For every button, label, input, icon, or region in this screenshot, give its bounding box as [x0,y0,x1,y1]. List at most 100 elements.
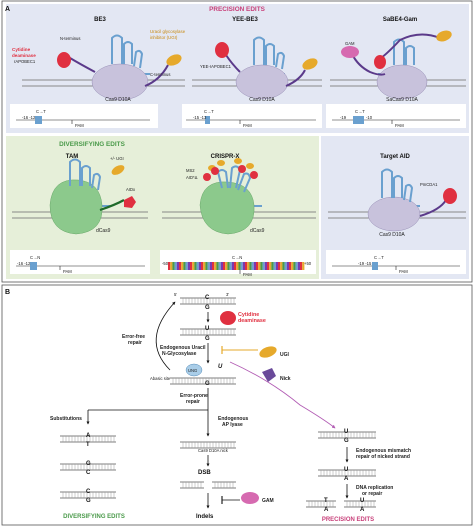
prec-t: T [324,498,328,504]
mutation-stripe [297,262,300,270]
dna-abasic-g: G [205,381,210,387]
yee-linker [225,54,241,73]
precision-edits-header: PRECISION EDITS [209,6,265,13]
sub-c: C [86,470,91,476]
mutation-stripe [172,262,175,270]
prec-g: G [344,438,349,444]
crispr-x-mutation-stripes [168,262,305,270]
tam-aidx [124,196,136,208]
tam-linker [99,199,125,212]
crispr-x-cn-label: C→N [232,255,242,260]
mutation-stripe [282,262,285,270]
diversifying-edits-header: DIVERSIFYING EDITS [59,141,125,148]
dna-uracil: U G [180,326,236,342]
yee-cas9-protein [235,64,289,100]
prec-ladder-3 [306,500,336,508]
tam-ugi [111,165,125,175]
nick-label: Nick [280,376,291,382]
replication-label-1: DNA replication [356,485,393,491]
be3-sgrna-hairpins [111,34,144,69]
mutation-stripe [187,262,190,270]
sabe4-gam-diagram: SaBE4-Gam GAM SaCas9 D10A [326,17,466,128]
crispr-x-right-label: +50 [304,261,312,266]
mutation-stripe [264,262,267,270]
mutation-stripe [256,262,259,270]
nick-arrow [229,361,336,429]
be3-cas9-protein [91,63,149,101]
target-aid-title: Target AID [380,154,410,160]
mutation-stripe [234,262,237,270]
b-deaminase-label-2: deaminase [238,318,266,324]
ap-lyase-label-2: AP lyase [222,422,243,428]
be3-title: BE3 [94,17,106,23]
sabe-ct-label: C→T [355,109,365,114]
target-aid-pmcda-label: PmCDA1 [420,182,438,187]
target-aid-window-label: -19 -15 [358,261,372,266]
mutation-stripe [185,262,188,270]
target-aid-cas-label: Cas9 D10A [379,232,405,238]
yee-window-label: -15 -13 [193,115,207,120]
sub-ladder-2 [60,463,116,471]
tam-title: TAM [66,154,79,160]
mutation-stripe [212,262,215,270]
mismatch-label-2: repair of nicked strand [356,454,410,460]
be3-ugi-label-1: Uracil glycosylase [150,29,186,34]
target-aid-ct-label: C→T [374,255,384,260]
sabe-pam-label: PAM [395,123,404,128]
dsb-column: Cas9 D10A nick DSB GAM Indels [180,441,274,520]
mutation-stripe [216,262,219,270]
dna-uracil-ladder [180,328,236,336]
sabe-window-label-2: -10 [366,115,373,120]
prec-u: U [344,429,348,435]
prec-ladder-2 [318,469,376,477]
mutation-stripe [209,262,212,270]
mutation-stripe [258,262,261,270]
prec-ladder-4 [344,500,376,508]
mutation-stripe [269,262,272,270]
sabe-deaminase [374,55,386,69]
mutation-stripe [247,262,250,270]
target-aid-sgrna-hairpins [381,168,414,203]
abasic-site-label: Abasic site [150,376,171,381]
panel-b: B 5' 3' C G Cytidine deaminase U G Error… [1,284,473,526]
be3-pam-label: PAM [75,123,84,128]
five-prime-label: 5' [174,292,177,297]
be3-diagram: BE3 N-terminus Cytidine deaminase rAPOBE… [10,17,186,128]
sub-g2: G [86,498,91,504]
dna-top: 5' 3' C G [174,292,236,311]
be3-cas-label: Cas9 D10A [105,97,131,103]
sabe-cas9-protein [376,64,428,100]
mutation-stripe [260,262,263,270]
tam-sgrna-hairpins [69,158,102,191]
be3-ct-label: C→T [36,109,46,114]
sabe-cas-label: SaCas9 D10A [386,97,418,103]
tam-diagram: TAM +/- UGI AIDx dCas9 [10,154,150,274]
tam-ugi-label: +/- UGI [110,156,124,161]
mutation-stripe [251,262,254,270]
be3-deaminase-label-3: rAPOBEC1 [14,59,36,64]
mutation-stripe [231,262,234,270]
be3-ugi-label-2: inhibitor (UGI) [150,35,178,40]
error-prone-label-1: Error-prone [180,393,208,399]
sabe-sgrna-hairpins [393,38,415,65]
yee-ugi [302,58,318,70]
sabe-gam [341,46,359,58]
b-gam-label: GAM [262,498,274,504]
mutation-stripe [170,262,173,270]
target-aid-pam-label: PAM [399,269,408,274]
indels-label: Indels [196,514,214,520]
yee-ct-label: C→T [204,109,214,114]
be3-linker-n [69,57,96,73]
dna-uracil-g: G [205,336,210,342]
tam-cn-label: C→N [30,255,40,260]
dsb-broken-left [180,481,204,489]
be3-deaminase-label-2: deaminase [12,53,36,58]
dsb-label: DSB [198,470,211,476]
mutation-stripe [220,262,223,270]
mutation-stripe [183,262,186,270]
sabe-linker-gam [351,53,386,76]
sabe-ugi [436,30,452,42]
sabe-window-track: C→T -19 -10 PAM [326,104,466,128]
yee-deaminase-label: YEE-rAPOBEC1 [200,64,232,69]
error-free-label-1: Error-free [122,334,145,340]
